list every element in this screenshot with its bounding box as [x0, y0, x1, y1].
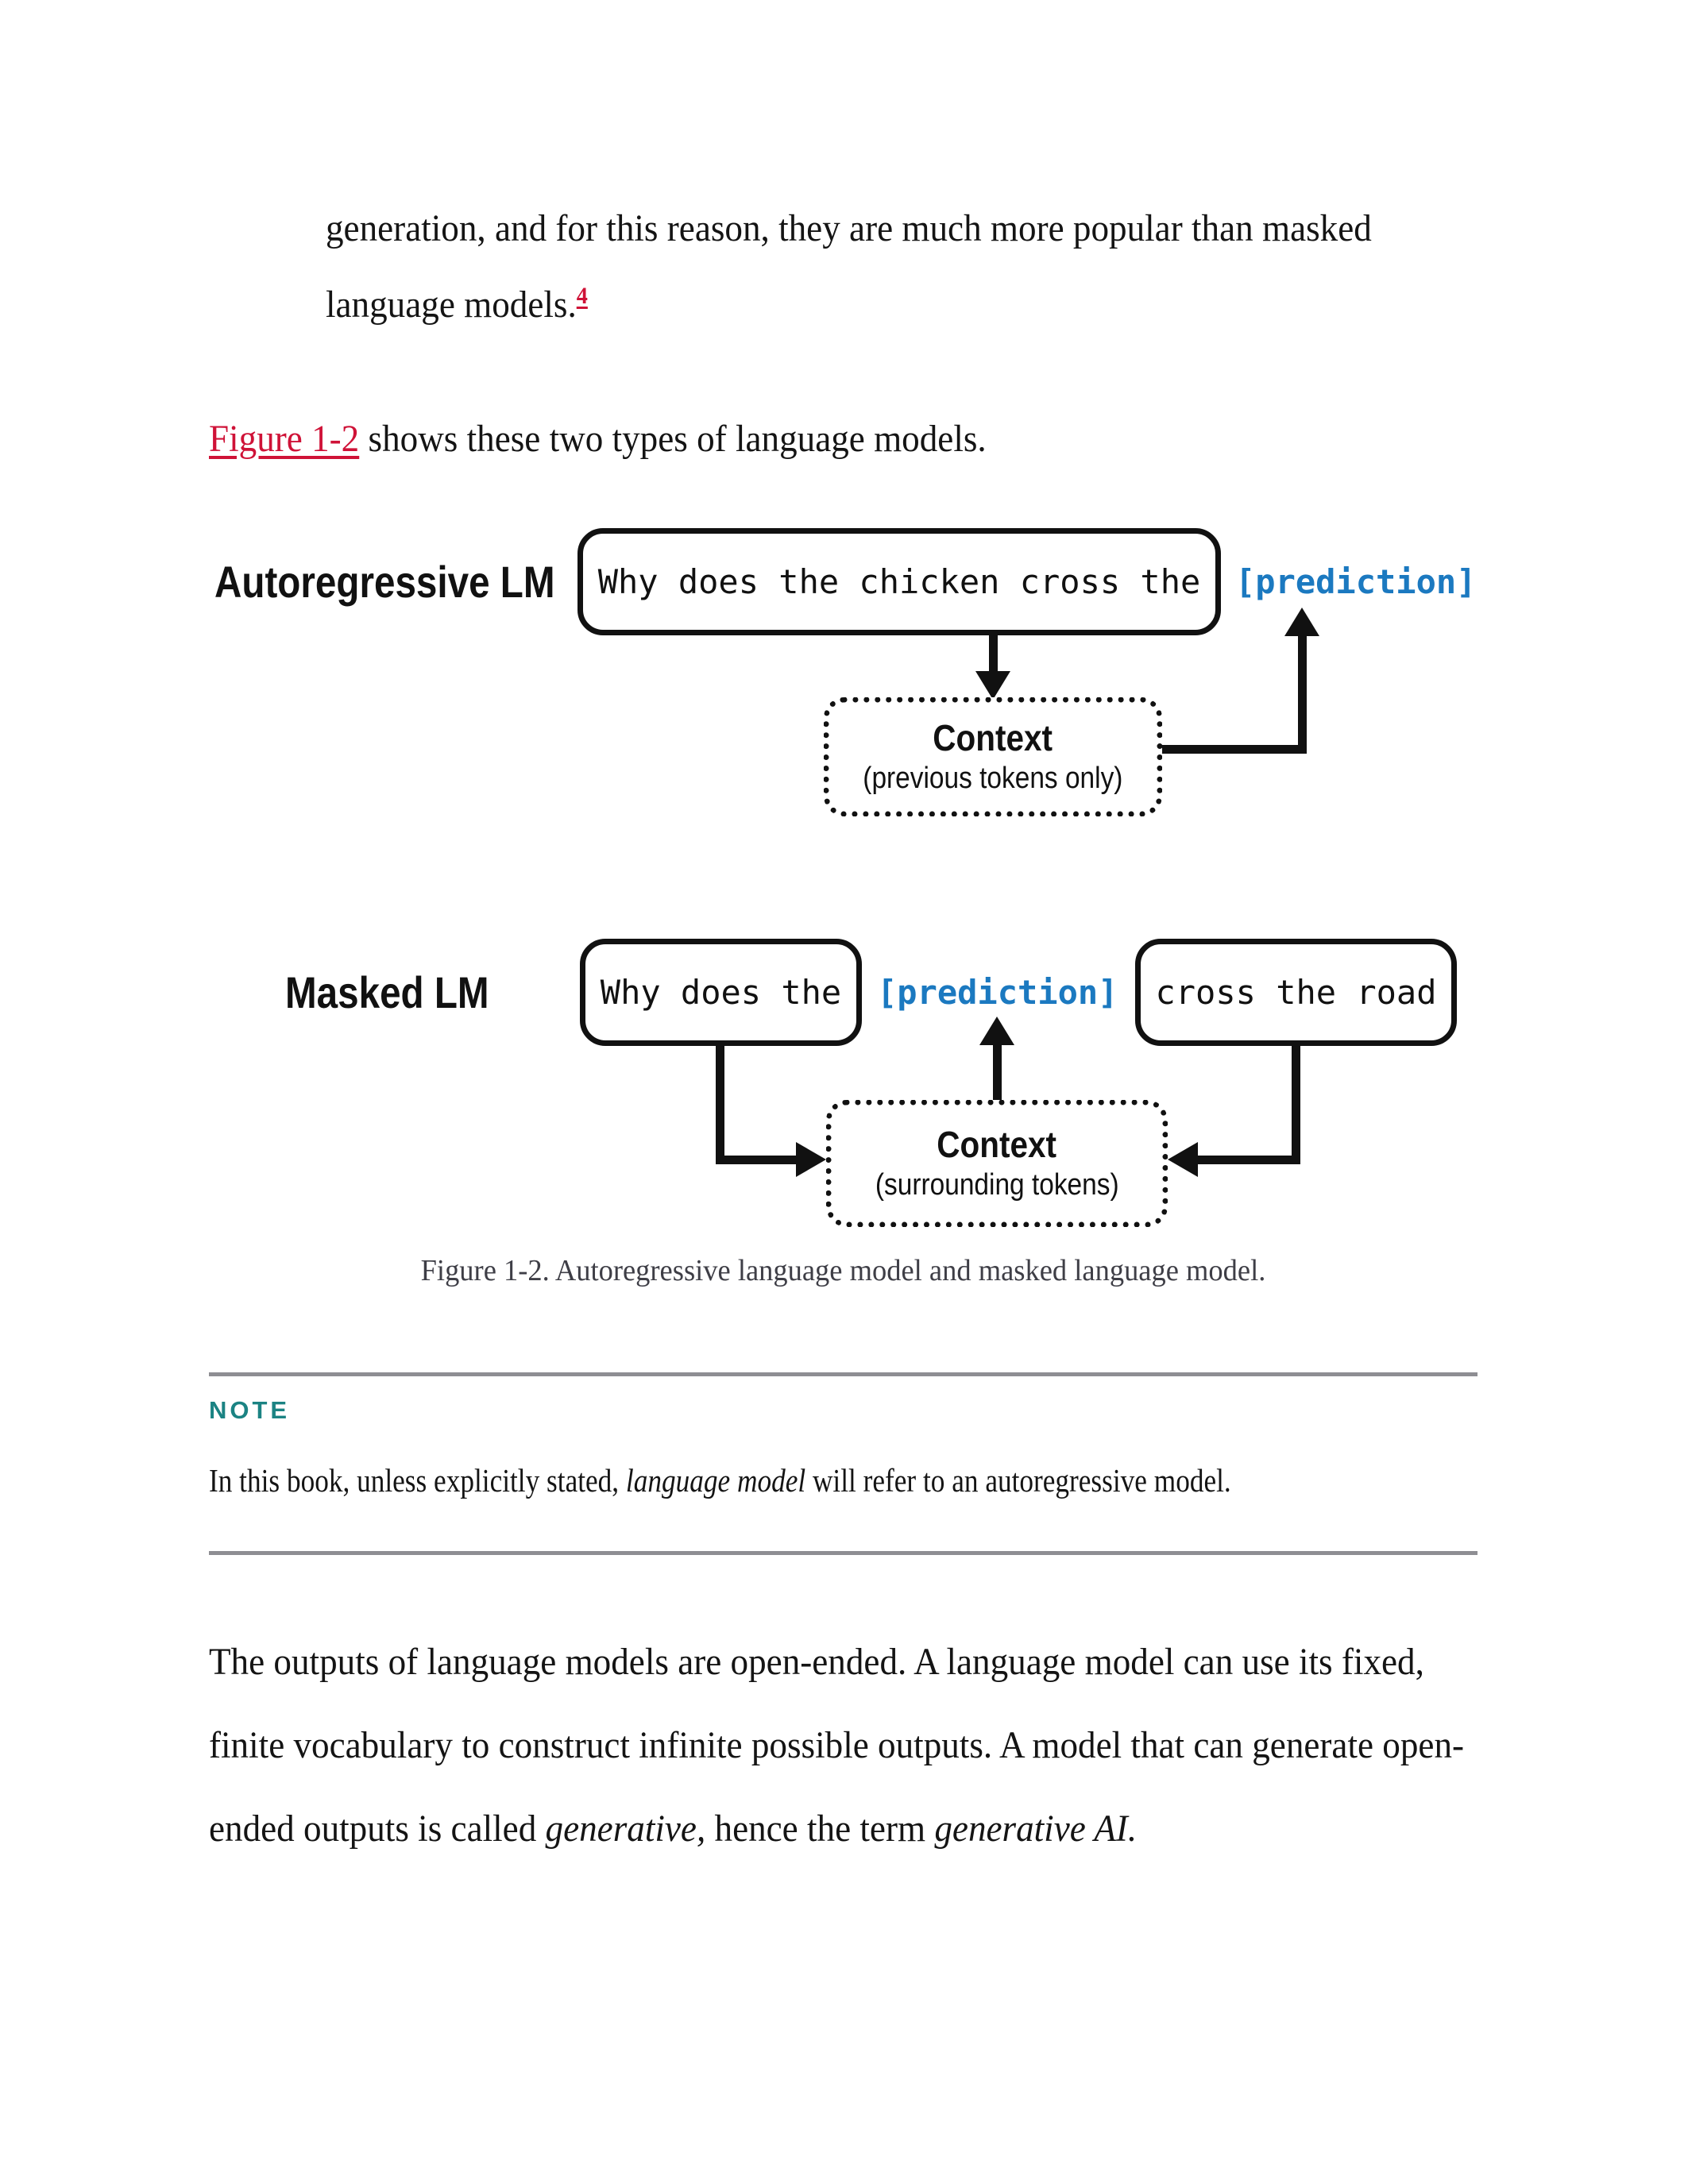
autoregressive-input-box: Why does the chicken cross the	[577, 528, 1221, 635]
context-subtitle: (surrounding tokens)	[875, 1168, 1119, 1202]
text-segment: generative,	[545, 1808, 706, 1850]
elbow-arrow-vertical-shaft	[1298, 633, 1307, 754]
note-label: NOTE	[209, 1396, 291, 1424]
elbow-arrow-up-head	[1284, 608, 1319, 636]
text-segment: hence the term	[705, 1808, 935, 1850]
masked-left-box: Why does the	[580, 939, 862, 1046]
up-arrow-shaft	[993, 1042, 1002, 1100]
figure-1-2-diagram: Autoregressive LM Why does the chicken c…	[119, 512, 1569, 1227]
note-bottom-rule	[209, 1551, 1477, 1555]
left-elbow-horizontal-shaft	[716, 1156, 799, 1164]
right-elbow-horizontal-shaft	[1198, 1156, 1300, 1164]
left-elbow-right-head	[796, 1142, 826, 1177]
note-text: In this book, unless explicitly stated, …	[209, 1457, 1534, 1504]
autoregressive-prediction-token: [prediction]	[1235, 562, 1477, 601]
footnote-superscript: 4	[577, 283, 588, 309]
autoregressive-lm-label: Autoregressive LM	[214, 557, 555, 607]
arrow-down-shaft	[989, 635, 998, 675]
text-segment: In this book, unless explicitly stated,	[209, 1462, 626, 1499]
elbow-arrow-horizontal-shaft	[1162, 745, 1307, 754]
paragraph-intro: generation, and for this reason, they ar…	[326, 191, 1479, 343]
text-segment: language model	[625, 1462, 806, 1499]
arrow-down-head	[975, 671, 1010, 700]
figure-reference-text: shows these two types of language models…	[359, 418, 987, 460]
up-arrow-head	[979, 1017, 1014, 1045]
masked-prediction-token: [prediction]	[877, 973, 1118, 1012]
right-elbow-vertical-shaft	[1292, 1046, 1300, 1164]
context-title: Context	[933, 717, 1053, 758]
text-segment: The outputs of language models are open-…	[209, 1641, 1465, 1850]
paragraph-outputs: The outputs of language models are open-…	[209, 1620, 1482, 1870]
paragraph-figure-reference: Figure 1-2 shows these two types of lang…	[209, 401, 1523, 477]
left-elbow-vertical-shaft	[716, 1046, 724, 1164]
paragraph-intro-text: generation, and for this reason, they ar…	[326, 207, 1372, 326]
footnote-link-4[interactable]: 4	[576, 283, 588, 309]
figure-caption: Figure 1-2. Autoregressive language mode…	[420, 1254, 1266, 1287]
text-segment: generative AI.	[934, 1808, 1138, 1850]
masked-lm-label: Masked LM	[285, 967, 489, 1017]
context-subtitle: (previous tokens only)	[863, 762, 1123, 795]
text-segment: will refer to an autoregressive model.	[805, 1462, 1231, 1499]
masked-right-box: cross the road	[1135, 939, 1457, 1046]
context-box-surrounding: Context (surrounding tokens)	[826, 1100, 1168, 1227]
right-elbow-left-head	[1168, 1142, 1198, 1177]
context-title: Context	[937, 1124, 1057, 1165]
context-box-previous: Context (previous tokens only)	[824, 697, 1162, 816]
note-top-rule	[209, 1372, 1477, 1376]
figure-1-2-link[interactable]: Figure 1-2	[209, 418, 360, 460]
